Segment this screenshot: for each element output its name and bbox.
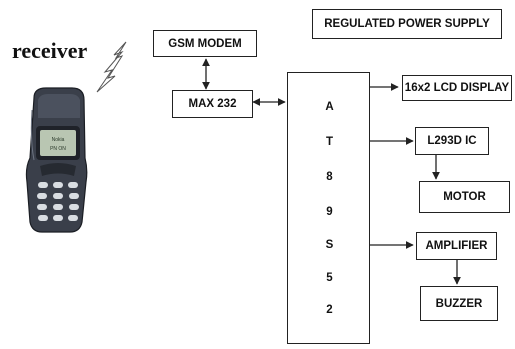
mobile-phone-icon: [26, 88, 86, 232]
mcu-letter: 2: [288, 304, 371, 316]
mcu-letter: T: [288, 136, 371, 148]
receiver-label: receiver: [12, 38, 87, 64]
mcu-letter: S: [288, 239, 371, 251]
mcu-letter: 8: [288, 171, 371, 183]
power-supply-block: REGULATED POWER SUPPLY: [312, 9, 502, 39]
phone-screen-line1: Nokia: [52, 137, 65, 143]
mcu-letter: 5: [288, 272, 371, 284]
buzzer-block: BUZZER: [420, 286, 498, 321]
motor-block: MOTOR: [419, 181, 510, 213]
phone-screen-line2: PN ON: [50, 146, 66, 152]
microcontroller-block: A T 8 9 S 5 2: [287, 72, 370, 344]
mcu-letter: 9: [288, 206, 371, 218]
amplifier-block: AMPLIFIER: [416, 232, 497, 260]
mcu-letter: A: [288, 101, 371, 113]
gsm-modem-block: GSM MODEM: [153, 30, 257, 57]
lcd-display-block: 16x2 LCD DISPLAY: [402, 75, 512, 101]
max232-block: MAX 232: [172, 90, 253, 118]
wireless-signal-icon: [97, 42, 126, 92]
l293d-block: L293D IC: [415, 127, 489, 155]
